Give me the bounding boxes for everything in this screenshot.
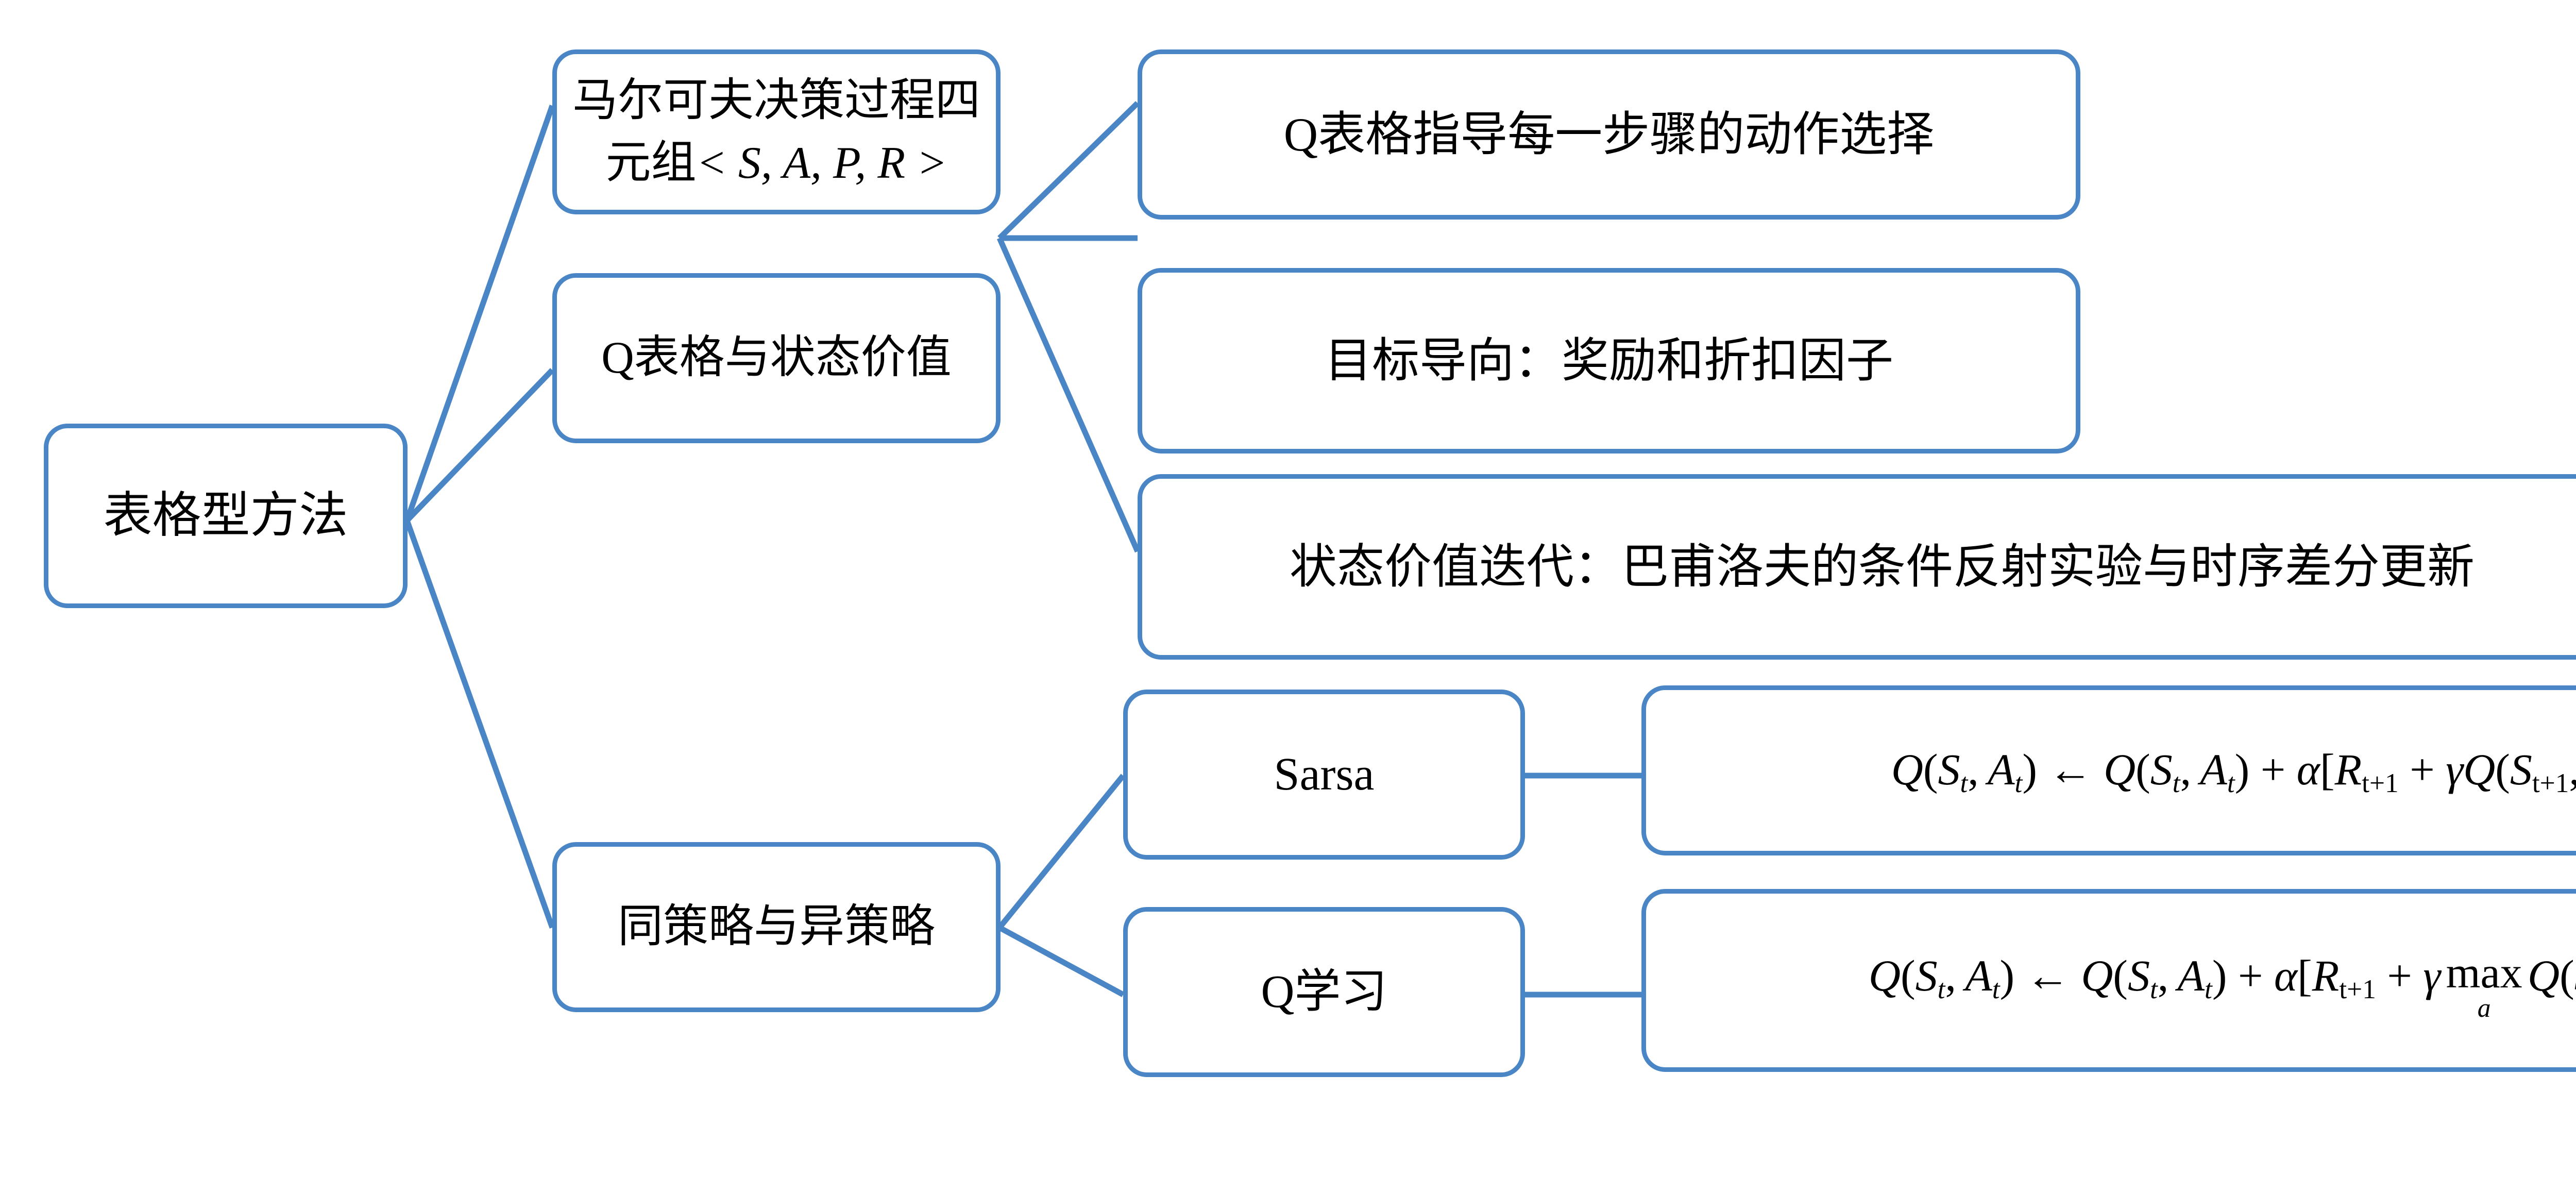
node-algo-sarsa[interactable]: Sarsa (1123, 690, 1525, 860)
node-root[interactable]: 表格型方法 (44, 424, 408, 608)
node-formula-sarsa[interactable]: Q(St, At) ← Q(St, At) + α[Rt+1 + γQ(St+1… (1641, 685, 2576, 855)
node-branch-policy[interactable]: 同策略与异策略 (552, 842, 1001, 1012)
node-leaf-goal[interactable]: 目标导向：奖励和折扣因子 (1138, 268, 2080, 454)
edge-policy-to-qlearning (998, 925, 1125, 997)
edge-root-to-qtable (405, 368, 554, 523)
node-branch-mdp-line2: 元组< S, A, P, R > (566, 132, 987, 194)
node-branch-policy-label: 同策略与异策略 (617, 902, 935, 952)
node-algo-qlearning-label: Q学习 (1261, 966, 1387, 1017)
node-leaf-value-iteration-label: 状态价值迭代：巴甫洛夫的条件反射实验与时序差分更新 (1289, 540, 2475, 593)
edge-qtable-to-guidance (997, 101, 1140, 240)
node-leaf-q-guidance[interactable]: Q表格指导每一步骤的动作选择 (1138, 49, 2080, 220)
node-branch-mdp-tuple: < S, A, P, R > (696, 138, 947, 188)
edge-root-to-policy (404, 519, 555, 929)
node-root-label: 表格型方法 (103, 488, 348, 543)
node-algo-sarsa-label: Sarsa (1274, 748, 1375, 800)
edge-policy-to-sarsa (997, 774, 1126, 930)
node-branch-q-table[interactable]: Q表格与状态价值 (552, 273, 1001, 443)
node-leaf-q-guidance-label: Q表格指导每一步骤的动作选择 (1283, 108, 1935, 161)
edge-root-to-mdp (404, 105, 555, 522)
node-branch-mdp-line1: 马尔可夫决策过程四 (572, 75, 980, 126)
node-branch-q-table-label: Q表格与状态价值 (601, 333, 952, 383)
node-branch-mdp-prefix: 元组 (605, 138, 697, 188)
node-leaf-value-iteration[interactable]: 状态价值迭代：巴甫洛夫的条件反射实验与时序差分更新 (1138, 474, 2576, 660)
formula-sarsa-expression: Q(St, At) ← Q(St, At) + α[Rt+1 + γQ(St+1… (1891, 744, 2576, 798)
node-leaf-goal-label: 目标导向：奖励和折扣因子 (1324, 334, 1893, 387)
edge-qtable-to-value (996, 237, 1141, 553)
node-branch-mdp[interactable]: 马尔可夫决策过程四 元组< S, A, P, R > (552, 49, 1001, 214)
node-algo-qlearning[interactable]: Q学习 (1123, 907, 1525, 1077)
